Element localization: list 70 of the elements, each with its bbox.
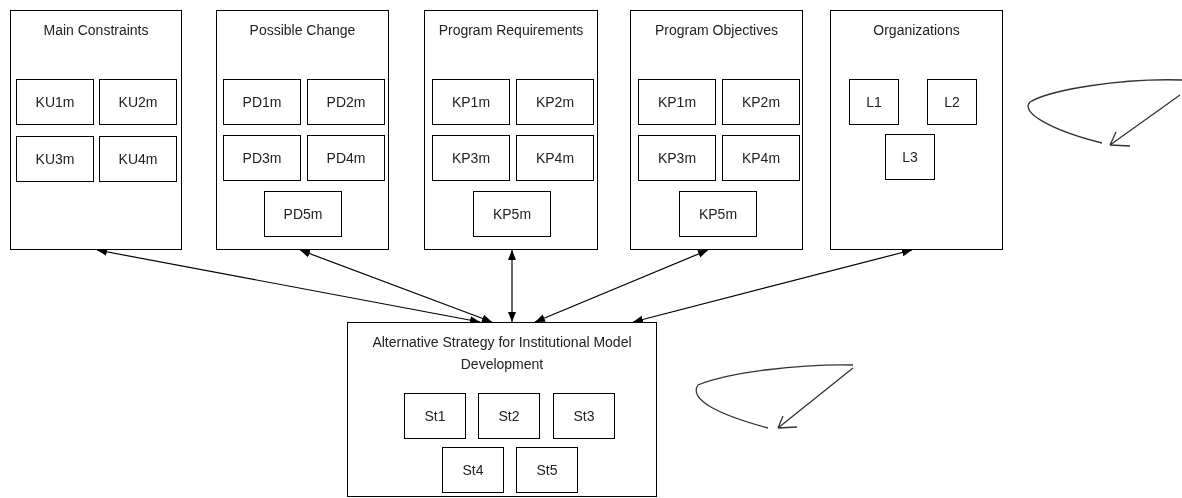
item-label: PD3m — [242, 149, 282, 168]
group-box — [10, 10, 182, 250]
item-label: KP1m — [451, 93, 491, 112]
item-label: KP1m — [657, 93, 697, 112]
item-label: PD4m — [326, 149, 366, 168]
item-box — [404, 393, 466, 439]
item-label: St3 — [573, 407, 595, 426]
item-label: KP4m — [535, 149, 575, 168]
group-box — [347, 322, 657, 497]
group-box — [424, 10, 598, 250]
item-label: St2 — [498, 407, 520, 426]
item-label: KP5m — [492, 205, 532, 224]
group-heading: Program Requirements — [437, 21, 585, 40]
group-box — [830, 10, 1003, 250]
item-label: KP2m — [535, 93, 575, 112]
item-box — [473, 191, 551, 237]
item-box — [516, 447, 578, 493]
item-box — [307, 79, 385, 125]
item-label: St4 — [462, 461, 484, 480]
item-label: KP2m — [741, 93, 781, 112]
item-box — [638, 135, 716, 181]
item-box — [432, 79, 510, 125]
item-box — [307, 135, 385, 181]
item-box — [516, 79, 594, 125]
double-arrow — [632, 248, 913, 324]
item-label: L3 — [902, 148, 918, 167]
double-arrow — [299, 249, 493, 323]
item-box — [223, 135, 301, 181]
item-box — [722, 79, 800, 125]
item-box — [99, 79, 177, 125]
item-label: KP3m — [451, 149, 491, 168]
group-heading: Main Constraints — [42, 21, 150, 40]
group-box — [630, 10, 803, 250]
group-heading: Organizations — [872, 21, 961, 40]
item-box — [927, 79, 977, 125]
item-box — [99, 136, 177, 182]
item-label: PD5m — [283, 205, 323, 224]
group-box — [216, 10, 389, 250]
item-label: KP4m — [741, 149, 781, 168]
item-label: St1 — [424, 407, 446, 426]
item-label: KU4m — [118, 150, 158, 169]
item-box — [442, 447, 504, 493]
item-box — [432, 135, 510, 181]
item-label: PD1m — [242, 93, 282, 112]
item-box — [16, 136, 94, 182]
double-arrow — [534, 249, 709, 323]
double-arrow — [508, 249, 516, 323]
item-label: KP3m — [657, 149, 697, 168]
item-box — [849, 79, 899, 125]
item-label: KP5m — [698, 205, 738, 224]
item-box — [478, 393, 540, 439]
item-box — [264, 191, 342, 237]
item-label: KU3m — [35, 150, 75, 169]
item-box — [516, 135, 594, 181]
item-box — [553, 393, 615, 439]
group-heading: Possible Change — [248, 21, 357, 40]
item-box — [223, 79, 301, 125]
item-label: PD2m — [326, 93, 366, 112]
item-label: KU1m — [35, 93, 75, 112]
item-label: St5 — [536, 461, 558, 480]
group-heading: Program Objectives — [654, 21, 779, 40]
item-box — [638, 79, 716, 125]
item-box — [16, 79, 94, 125]
item-box — [722, 135, 800, 181]
item-label: KU2m — [118, 93, 158, 112]
item-box — [679, 191, 757, 237]
item-box — [885, 134, 935, 180]
item-label: L2 — [944, 93, 960, 112]
group-heading: Alternative Strategy for Institutional Model Development — [371, 333, 633, 374]
item-label: L1 — [866, 93, 882, 112]
